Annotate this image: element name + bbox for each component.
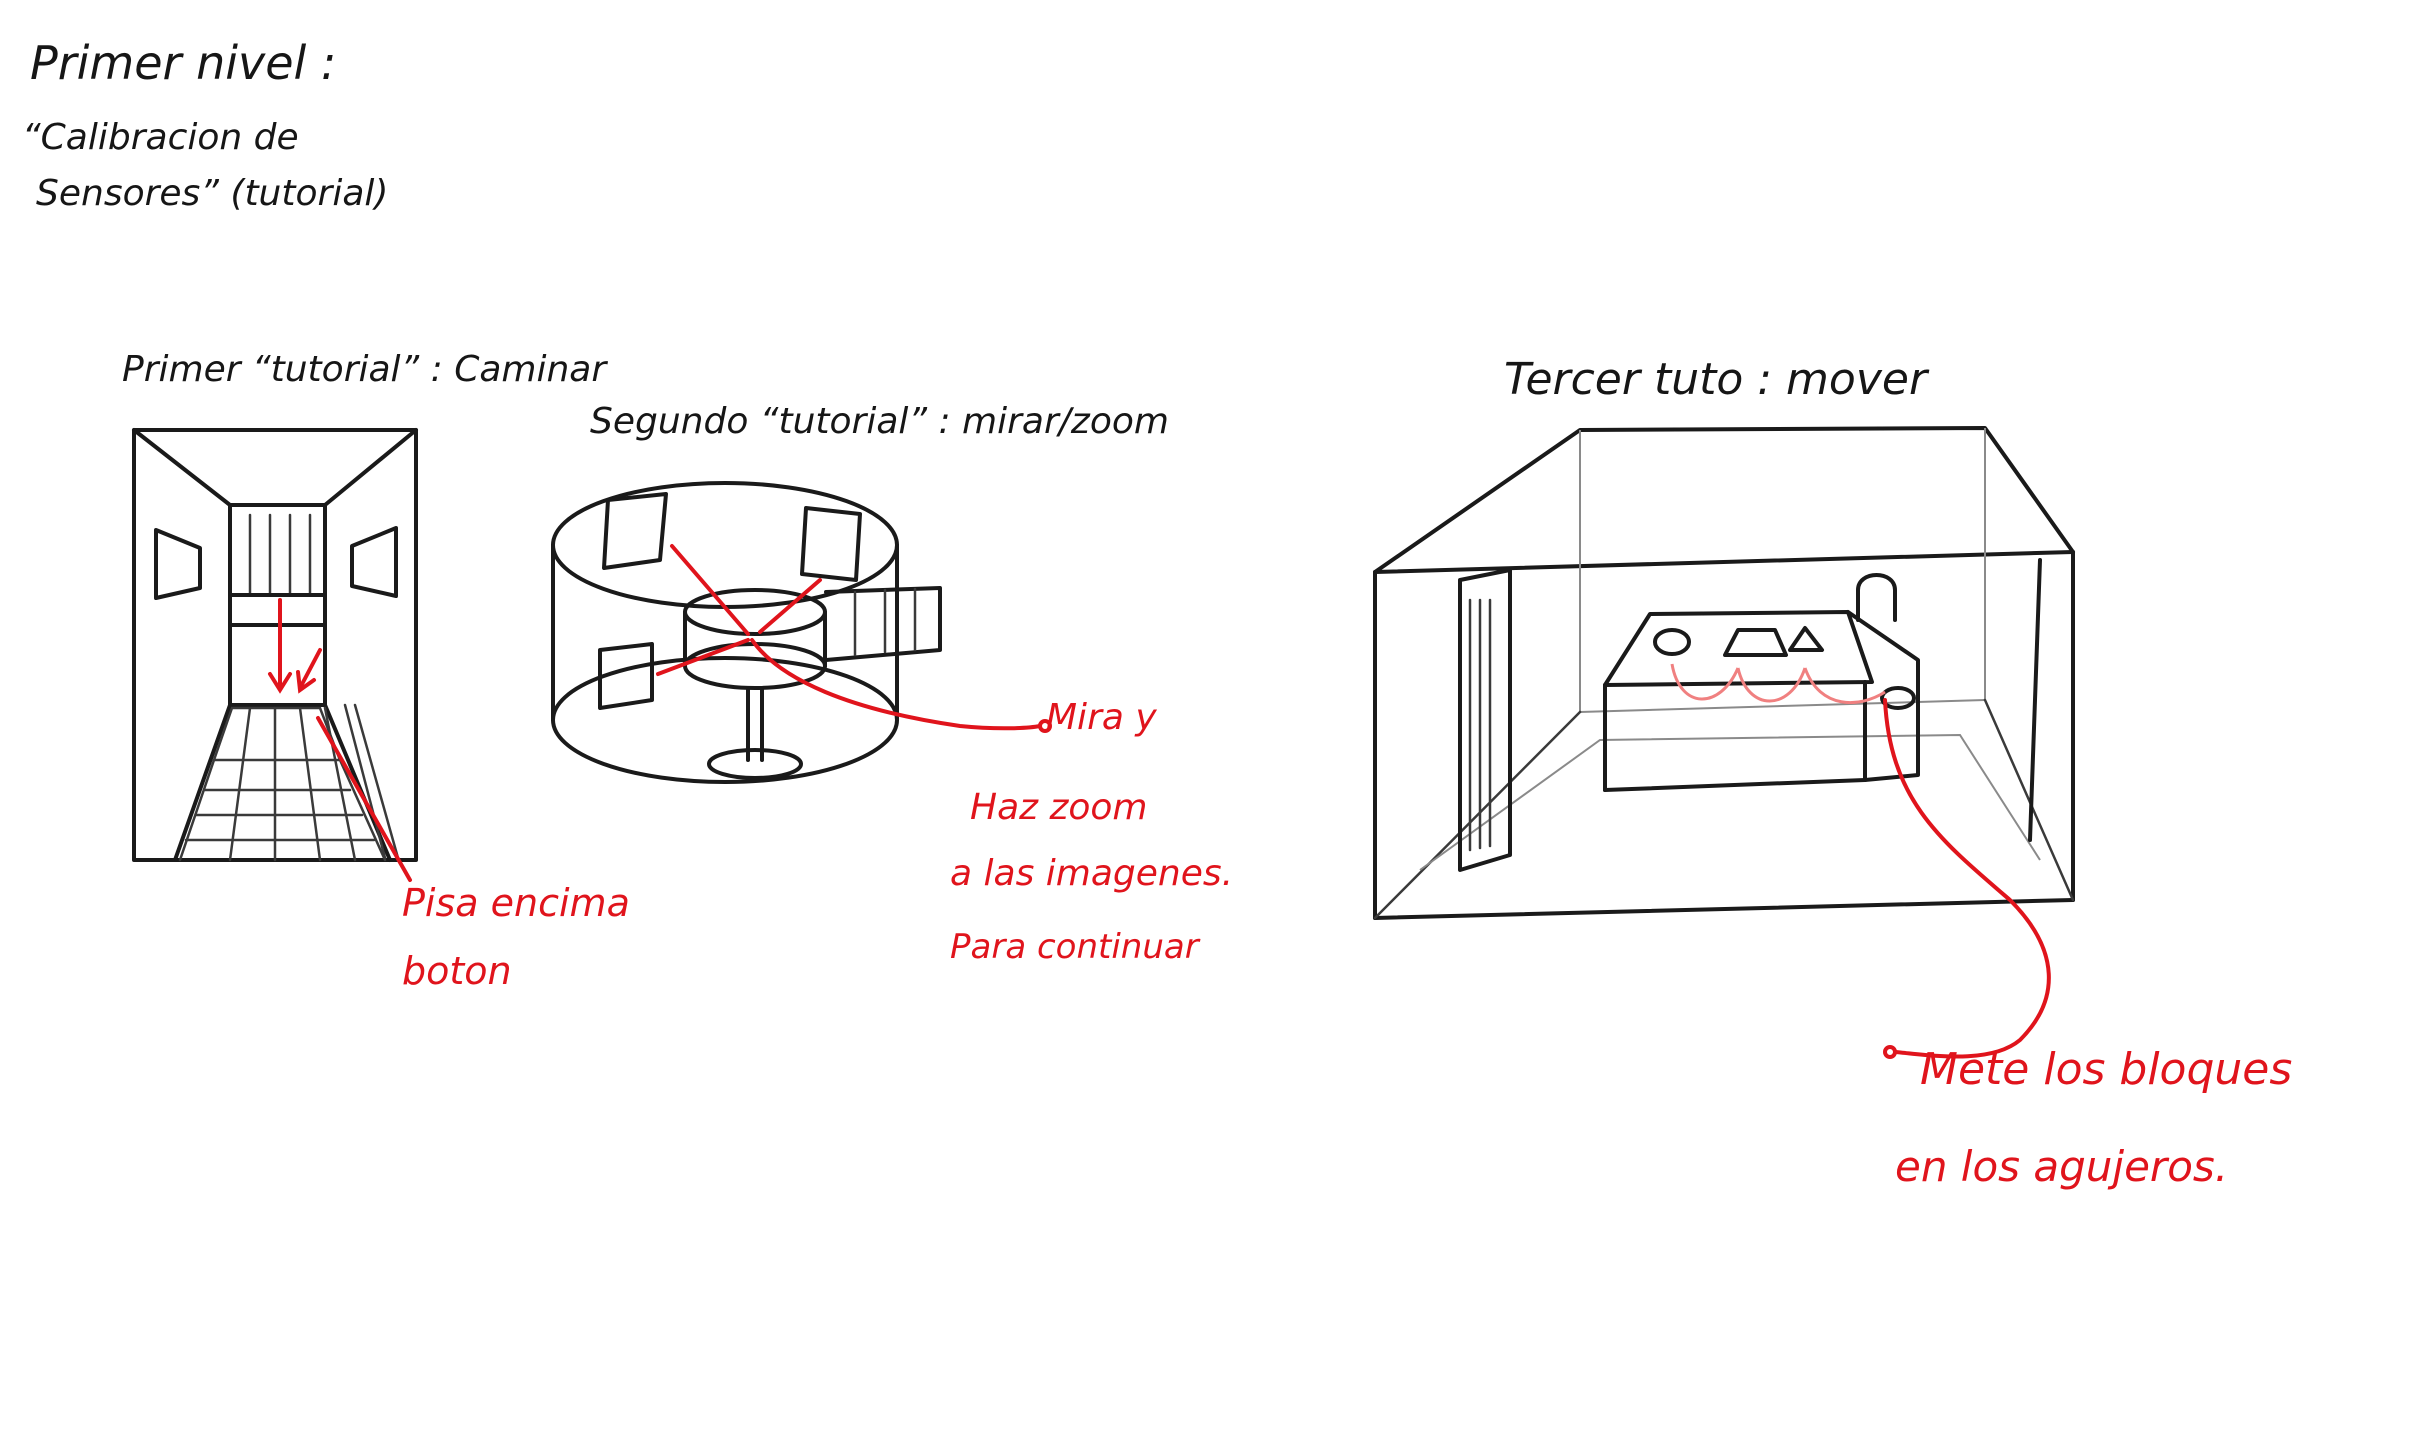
scene1-note-line-2: boton xyxy=(402,952,512,990)
scene3-arrows xyxy=(1672,664,2049,1057)
scene1-note-line-1: Pisa encima xyxy=(402,884,630,922)
scene3-room-sketch xyxy=(1375,428,2073,918)
scene2-note-line-1: Mira y xyxy=(1046,700,1157,736)
scene2-note-line-3: a las imagenes. xyxy=(950,856,1233,892)
scene1-corridor-sketch xyxy=(134,430,416,860)
scene3-note-line-1: Mete los bloques xyxy=(1920,1048,2292,1092)
scene3-note-line-2: en los agujeros. xyxy=(1895,1146,2228,1188)
scene2-note-line-2: Haz zoom xyxy=(970,790,1148,826)
scene2-note-line-4: Para continuar xyxy=(950,930,1199,964)
